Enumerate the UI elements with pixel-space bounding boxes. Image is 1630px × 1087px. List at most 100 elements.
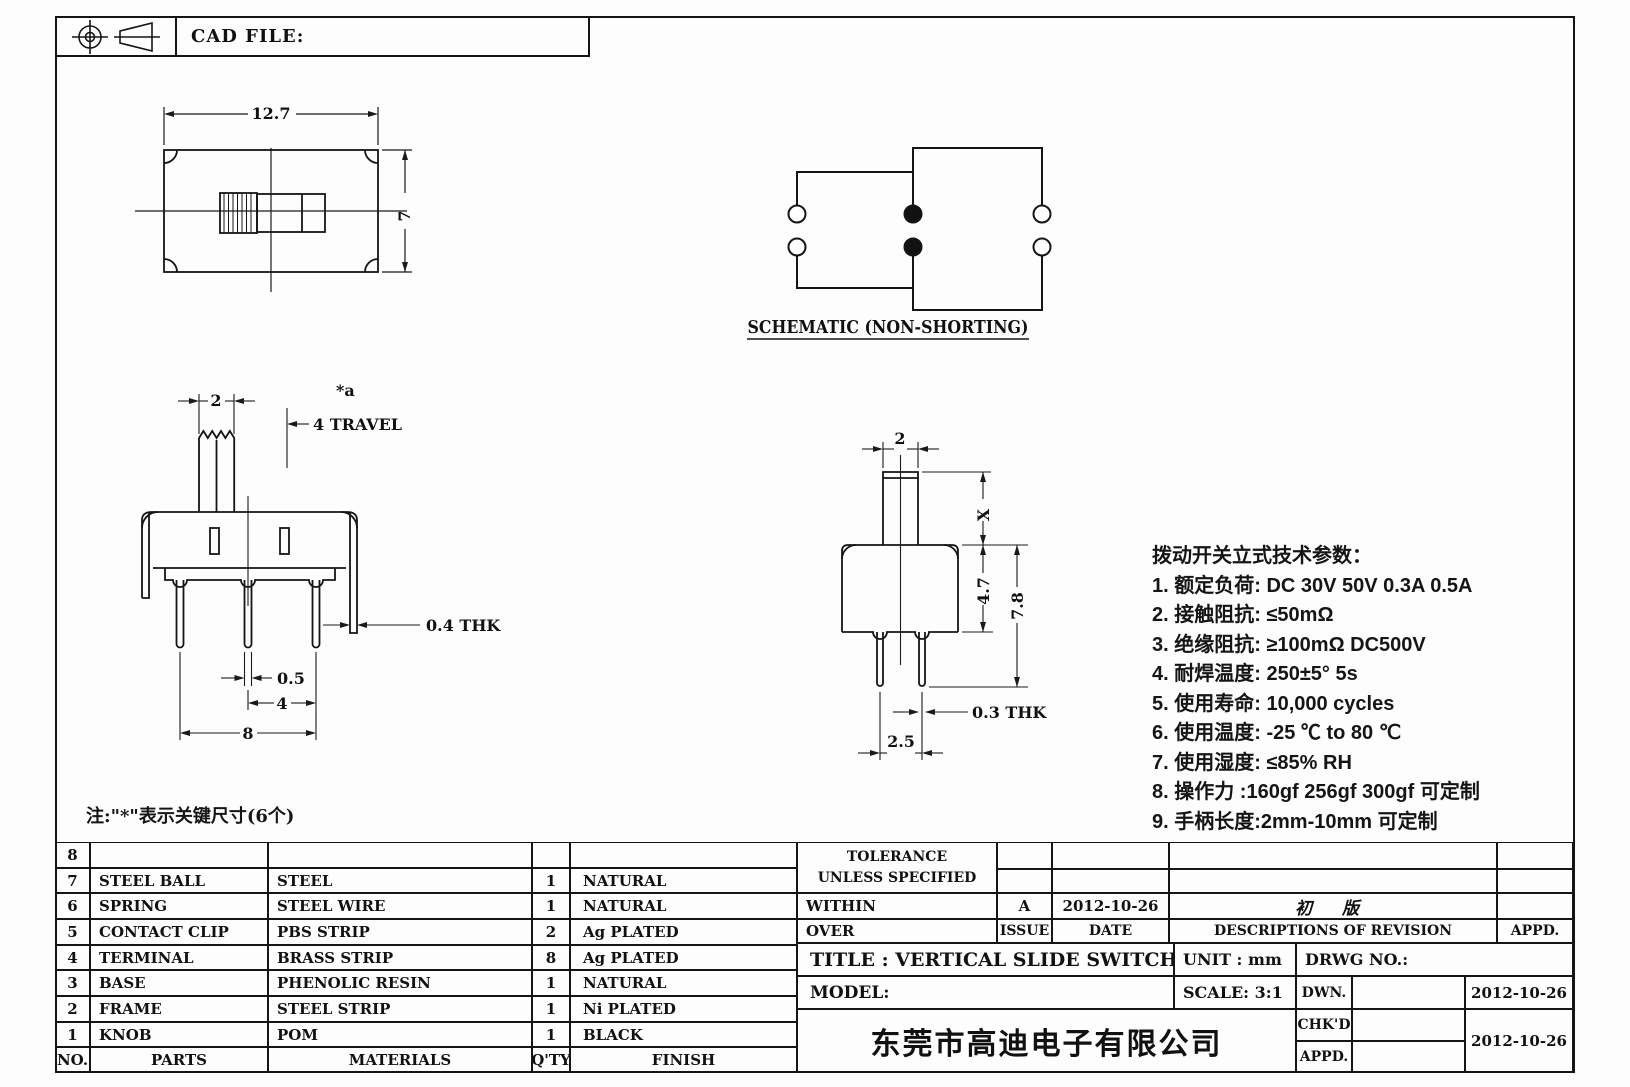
revision-empty-cell — [1169, 869, 1497, 893]
revision-date-label: DATE — [1052, 919, 1169, 943]
parts-qty-cell: 1 — [532, 996, 570, 1022]
parts-finish-cell: NATURAL — [570, 970, 797, 996]
parts-no-cell: 2 — [55, 996, 90, 1022]
schematic-wires — [796, 147, 1043, 311]
cad-file-label: CAD FILE: — [191, 26, 305, 47]
parts-finish-cell: BLACK — [570, 1022, 797, 1047]
company-name: 东莞市高迪电子有限公司 — [797, 1009, 1296, 1073]
scale-field: SCALE: 3:1 — [1174, 976, 1296, 1009]
parts-name-cell: STEEL BALL — [90, 868, 268, 893]
revision-appd-label: APPD. — [1497, 919, 1573, 943]
spec-item: 2. 接触阻抗: ≤50mΩ — [1152, 604, 1334, 626]
schematic-drawing: SCHEMATIC (NON-SHORTING) — [747, 147, 1052, 340]
parts-no-cell: 8 — [55, 842, 90, 868]
spec-item: 4. 耐焊温度: 250±5° 5s — [1152, 663, 1358, 685]
spec-item: 7. 使用湿度: ≤85% RH — [1152, 751, 1352, 774]
appd-label: APPD. — [1296, 1041, 1352, 1073]
revision-empty-cell — [1052, 842, 1169, 869]
parts-finish-cell: NATURAL — [570, 893, 797, 919]
tolerance-within: WITHIN — [797, 893, 997, 919]
model-field: MODEL: — [797, 976, 1174, 1009]
revision-empty-cell — [1497, 869, 1573, 893]
revision-date-value: 2012-10-26 — [1052, 893, 1169, 919]
parts-qty-cell: 8 — [532, 945, 570, 970]
spec-item: 3. 绝缘阻抗: ≥100mΩ DC500V — [1152, 633, 1426, 656]
revision-empty-cell — [1169, 842, 1497, 869]
title-field: TITLE : VERTICAL SLIDE SWITCH — [797, 943, 1174, 976]
parts-name-cell: BASE — [90, 970, 268, 996]
parts-name-cell: TERMINAL — [90, 945, 268, 970]
parts-header-qty: Q'TY — [532, 1047, 570, 1073]
parts-name-cell: SPRING — [90, 893, 268, 919]
dim-total-height: 7.8 — [1008, 592, 1027, 620]
parts-material-cell: STEEL WIRE — [268, 893, 532, 919]
parts-no-cell: 6 — [55, 893, 90, 919]
parts-header-materials: MATERIALS — [268, 1047, 532, 1073]
projection-symbols-icon — [72, 20, 160, 54]
parts-qty-cell: 2 — [532, 919, 570, 945]
revision-empty-cell — [1497, 842, 1573, 869]
chkd-label: CHK'D — [1296, 1009, 1352, 1041]
dim-pin-span: 8 — [242, 724, 253, 743]
chkd-signature-cell — [1352, 1009, 1465, 1041]
top-view-drawing: 12.7 7 — [135, 104, 414, 292]
parts-header-no: NO. — [55, 1047, 90, 1073]
side-view-dim-lines — [858, 442, 1028, 760]
parts-header-parts: PARTS — [90, 1047, 268, 1073]
schematic-label: SCHEMATIC (NON-SHORTING) — [748, 317, 1029, 338]
parts-material-cell: PBS STRIP — [268, 919, 532, 945]
parts-header-finish: FINISH — [570, 1047, 797, 1073]
dim-travel: 4 TRAVEL — [313, 415, 402, 434]
front-view-drawing: 2 *a 4 TRAVEL 0.4 THK 0.5 4 8 — [141, 381, 501, 743]
parts-name-cell: FRAME — [90, 996, 268, 1022]
dim-top-height: 7 — [395, 210, 414, 221]
tolerance-over: OVER — [797, 919, 997, 943]
parts-no-cell: 4 — [55, 945, 90, 970]
unit-field: UNIT : mm — [1174, 943, 1296, 976]
dim-knob-height: X — [974, 508, 993, 521]
dim-pin-width: 0.5 — [277, 669, 305, 688]
parts-finish-cell — [570, 842, 797, 868]
parts-qty-cell: 1 — [532, 868, 570, 893]
revision-description-value: 初 版 — [1169, 893, 1497, 919]
key-dimension-note: 注:"*"表示关键尺寸(6个) — [86, 806, 295, 827]
parts-finish-cell: Ni PLATED — [570, 996, 797, 1022]
projection-symbol-cell — [57, 18, 177, 55]
parts-material-cell: STEEL — [268, 868, 532, 893]
spec-item: 1. 额定负荷: DC 30V 50V 0.3A 0.5A — [1152, 574, 1473, 597]
revision-issue-label: ISSUE — [997, 919, 1052, 943]
parts-no-cell: 5 — [55, 919, 90, 945]
switch-front-body — [141, 429, 358, 649]
spec-item: 9. 手柄长度:2mm-10mm 可定制 — [1152, 810, 1438, 833]
parts-name-cell — [90, 842, 268, 868]
parts-material-cell: PHENOLIC RESIN — [268, 970, 532, 996]
drwg-no-field: DRWG NO.: — [1296, 943, 1573, 976]
spec-item: 8. 操作力 :160gf 256gf 300gf 可定制 — [1152, 781, 1480, 803]
parts-qty-cell: 1 — [532, 970, 570, 996]
parts-qty-cell: 1 — [532, 893, 570, 919]
revision-issue-value: A — [997, 893, 1052, 919]
revision-description-label: DESCRIPTIONS OF REVISION — [1169, 919, 1497, 943]
appd-signature-cell — [1352, 1041, 1465, 1073]
parts-no-cell: 7 — [55, 868, 90, 893]
dim-body-height: 4.7 — [974, 577, 993, 605]
parts-finish-cell: NATURAL — [570, 868, 797, 893]
dwn-label: DWN. — [1296, 976, 1352, 1009]
parts-finish-cell: Ag PLATED — [570, 919, 797, 945]
parts-material-cell: STEEL STRIP — [268, 996, 532, 1022]
dim-frame-thk: 0.4 THK — [426, 616, 501, 635]
schematic-terminals — [787, 204, 1052, 257]
spec-item: 6. 使用温度: -25 ℃ to 80 ℃ — [1152, 722, 1402, 744]
revision-empty-cell — [997, 842, 1052, 869]
parts-no-cell: 1 — [55, 1022, 90, 1047]
parts-qty-cell: 1 — [532, 1022, 570, 1047]
dim-side-knob-width: 2 — [894, 429, 905, 448]
chkd-appd-date: 2012-10-26 — [1465, 1009, 1573, 1073]
spec-item: 5. 使用寿命: 10,000 cycles — [1152, 692, 1395, 715]
parts-qty-cell — [532, 842, 570, 868]
knob-hatching — [223, 193, 252, 233]
parts-material-cell: BRASS STRIP — [268, 945, 532, 970]
parts-no-cell: 3 — [55, 970, 90, 996]
dim-knob-width: 2 — [210, 391, 221, 410]
